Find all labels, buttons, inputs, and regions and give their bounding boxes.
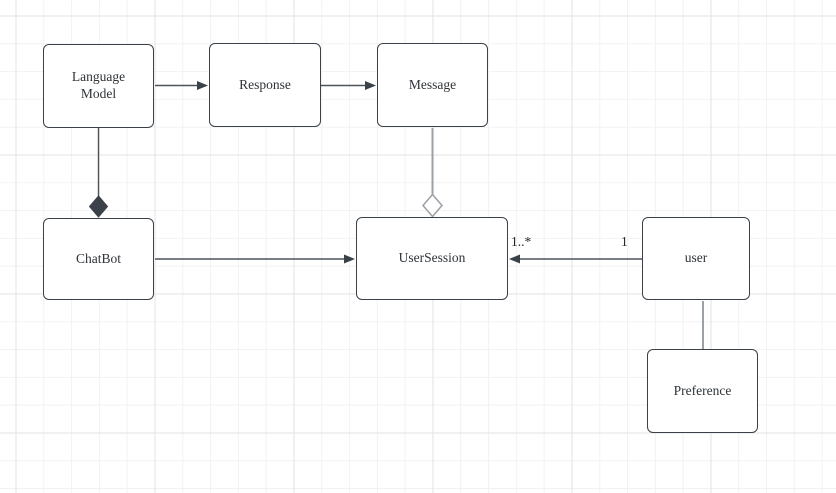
edge-response-message[interactable] [321, 81, 376, 90]
arrowhead-right-icon [344, 254, 355, 264]
node-response[interactable]: Response [209, 43, 321, 127]
node-label: Preference [673, 382, 732, 398]
node-message[interactable]: Message [377, 43, 488, 127]
composition-diamond-icon [88, 195, 109, 218]
node-label: Language Model [71, 69, 126, 101]
multiplicity-label-user-end: 1 [621, 234, 628, 249]
node-language-model[interactable]: Language Model [43, 44, 154, 128]
edge-message-usersession-aggregation[interactable] [422, 128, 443, 218]
node-preference[interactable]: Preference [647, 349, 758, 433]
arrowhead-right-icon [365, 81, 376, 90]
edge-languagemodel-response[interactable] [155, 81, 208, 90]
node-chatbot[interactable]: ChatBot [43, 218, 154, 300]
aggregation-diamond-icon [422, 193, 443, 218]
arrowhead-right-icon [197, 81, 208, 90]
edge-languagemodel-chatbot-composition[interactable] [88, 128, 109, 218]
edge-chatbot-usersession[interactable] [155, 254, 355, 264]
arrowhead-left-icon [509, 254, 520, 264]
node-label: user [684, 250, 708, 266]
node-label: Response [239, 76, 291, 92]
multiplicity-label-usersession-end: 1..* [511, 234, 532, 249]
edge-user-usersession[interactable] [509, 254, 642, 264]
node-label: Message [408, 76, 457, 92]
node-label: UserSession [398, 250, 466, 266]
node-label: ChatBot [75, 250, 121, 266]
node-usersession[interactable]: UserSession [356, 217, 508, 300]
node-user[interactable]: user [642, 217, 750, 300]
